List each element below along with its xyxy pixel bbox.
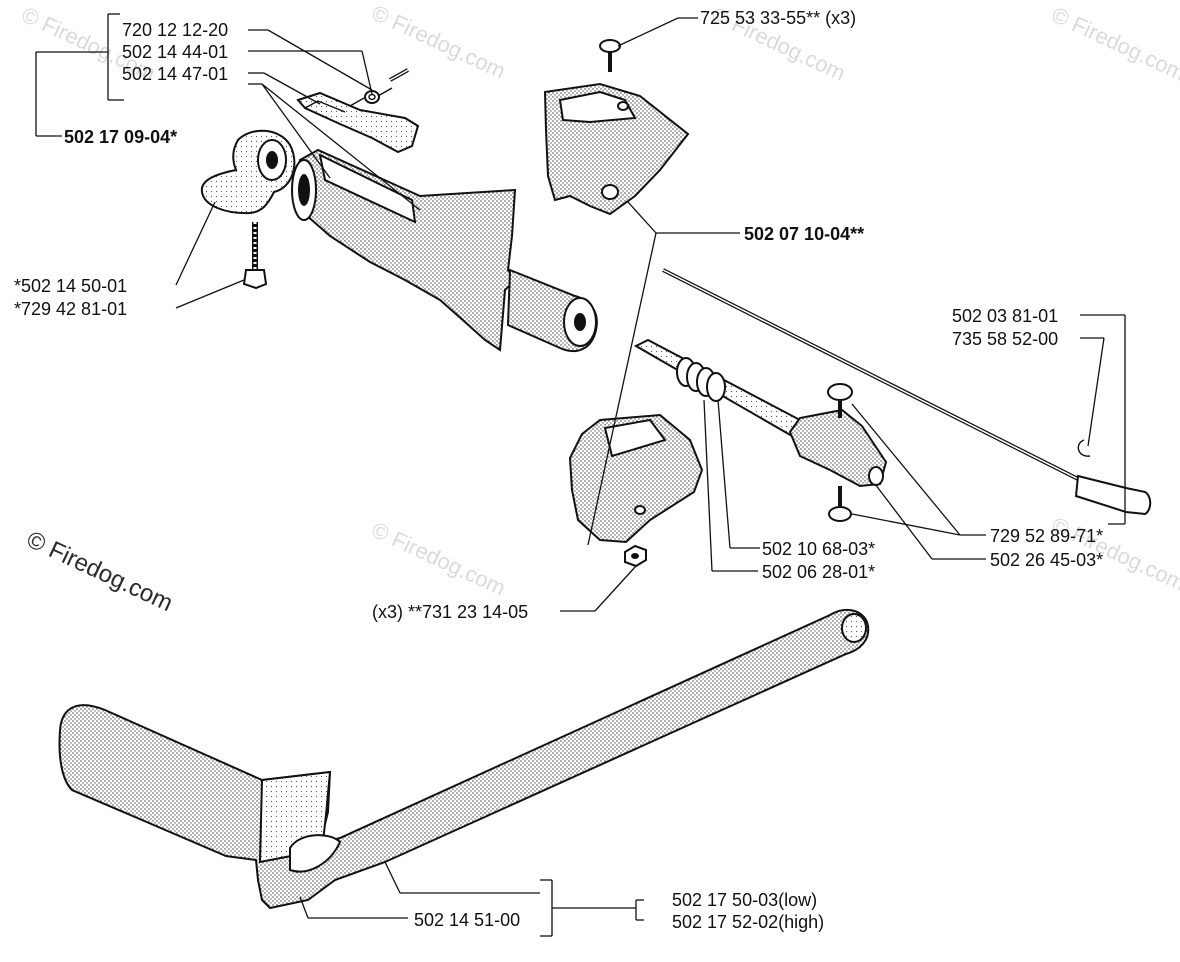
watermark-5: © Firedog.com (368, 517, 510, 601)
label-725-53-33-55: 725 53 33-55** (x3) (700, 8, 856, 28)
bottom-bracket (568, 413, 704, 544)
label-720-12-12-20: 720 12 12-20 (122, 20, 228, 40)
shaft-end (1074, 474, 1152, 516)
label-502-10-68-03: 502 10 68-03* (762, 539, 875, 559)
label-729-52-89-71: 729 52 89-71* (990, 526, 1103, 546)
bottom-bracket-group (568, 413, 704, 568)
label-502-17-52-02: 502 17 52-02(high) (672, 912, 824, 932)
handle-housing (291, 148, 598, 353)
label-502-07-10-04: 502 07 10-04** (744, 224, 864, 244)
handlebar (58, 608, 870, 910)
label-502-14-50-01: *502 14 50-01 (14, 276, 127, 296)
leader-lines (35, 13, 1126, 937)
label-729-42-81-01: *729 42 81-01 (14, 299, 127, 319)
throttle-trigger-group (296, 68, 420, 154)
label-735-58-52-00: 735 58 52-00 (952, 329, 1058, 349)
handle-screw (242, 222, 268, 290)
label-502-17-09-04: 502 17 09-04* (64, 127, 177, 147)
clip (1077, 439, 1091, 457)
housing-screw-bottom (828, 486, 852, 522)
housing-screw-top (827, 383, 853, 418)
handle-cap-group (200, 129, 296, 290)
label-502-06-28-01: 502 06 28-01* (762, 562, 875, 582)
watermark-2: © Firedog.com (368, 0, 510, 84)
label-502-03-81-01: 502 03 81-01 (952, 306, 1058, 326)
drive-shaft-group (662, 268, 1152, 516)
label-502-14-44-01: 502 14 44-01 (122, 42, 228, 62)
nut (624, 544, 647, 568)
top-bracket-group (543, 39, 690, 216)
throttle-trigger (296, 91, 420, 154)
spring (349, 87, 393, 107)
label-502-14-51-00: 502 14 51-00 (414, 910, 520, 930)
label-502-26-45-03: 502 26 45-03* (990, 550, 1103, 570)
inner-shaft-group (633, 338, 888, 522)
watermark-main: © Firedog.com (22, 526, 176, 617)
coil-spring (676, 357, 726, 402)
label-731-23-14-05: (x3) **731 23 14-05 (372, 602, 528, 622)
label-502-17-50-03: 502 17 50-03(low) (672, 890, 817, 910)
watermark-4: © Firedog.com (1048, 2, 1180, 86)
bracket-screw (599, 39, 621, 72)
label-502-14-47-01: 502 14 47-01 (122, 64, 228, 84)
part-labels: 720 12 12-20 502 14 44-01 502 14 47-01 5… (14, 8, 1103, 932)
